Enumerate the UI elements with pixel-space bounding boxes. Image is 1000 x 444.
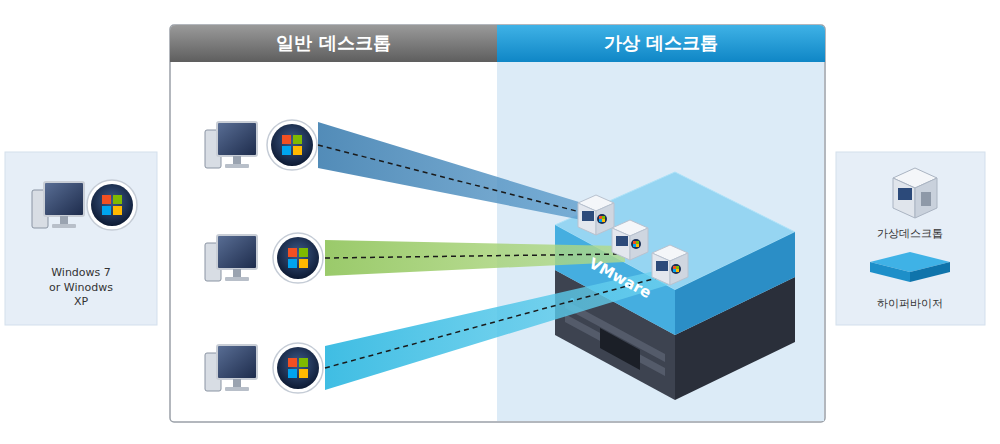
header-band-blue	[497, 25, 825, 62]
legend-text: 가상데스크톱	[877, 227, 943, 240]
legend-entry: 하이퍼바이저	[850, 296, 970, 311]
legend-entry: 가상데스크톱	[850, 226, 970, 241]
connection-beam	[325, 240, 625, 276]
label-text: Windows 7 or Winodws XP	[46, 266, 116, 311]
os-note: Windows 7 or Winodws XP	[30, 258, 132, 318]
legend-cube-icon	[893, 168, 937, 218]
dashed-link	[318, 145, 588, 214]
legend-hypervisor-icon	[870, 252, 950, 282]
legend-text: 하이퍼바이저	[877, 297, 943, 310]
connection-beam	[318, 122, 592, 222]
main-frame	[170, 25, 825, 422]
header-band: 일반 데스크톱	[170, 25, 497, 62]
header-band: 가상 데스크톱	[497, 25, 825, 62]
info-panel	[5, 152, 157, 325]
label-text: 일반 데스크톱	[276, 31, 390, 55]
header-band-grey	[170, 25, 497, 62]
virtual-region	[497, 62, 824, 421]
dashed-link	[325, 276, 664, 368]
legend-panel	[836, 152, 985, 325]
label-text: 가상 데스크톱	[604, 31, 718, 55]
dashed-link	[325, 254, 620, 258]
